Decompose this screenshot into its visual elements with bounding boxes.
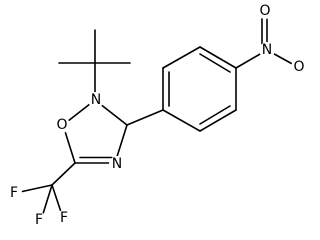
atom-n2-label: N [91, 92, 101, 108]
atom-mask-f-right [56, 210, 72, 226]
atom-o1-label: O [56, 117, 67, 133]
bond-cf3-f-bottom [41, 184, 53, 218]
bond-ar-inner-2 [199, 53, 231, 73]
bond-c3-phenyl [126, 109, 164, 126]
chemical-structure-diagram: N O N N O O F F F [6, 3, 307, 228]
bond-c5-cf3 [51, 162, 76, 186]
bond-cf3-f-right [51, 184, 63, 216]
bond-ar-2-3 [162, 46, 201, 69]
atom-mask-nitro-o-bottom [291, 59, 307, 75]
bond-ar-inner-3 [199, 105, 231, 125]
atom-f-right-label: F [60, 210, 68, 226]
atom-n4-label: N [112, 156, 122, 172]
atom-nitro-o-top-label: O [259, 3, 270, 19]
atom-f-bottom-label: F [35, 212, 43, 228]
bond-ar-6-1 [162, 109, 201, 132]
atom-mask-f-left [6, 185, 22, 201]
atom-mask-f-bottom [31, 212, 47, 228]
bond-layer [19, 14, 297, 218]
atom-label-layer: N O N N O O F F F [6, 3, 307, 228]
atom-mask-n2 [88, 92, 104, 108]
bond-cf3-f-left [19, 184, 53, 193]
bond-ar-5-6 [199, 109, 237, 132]
atom-f-left-label: F [10, 185, 18, 201]
atom-mask-n4 [109, 156, 125, 172]
atom-nitro-n-label: N [262, 42, 272, 58]
bond-ar-3-4 [199, 46, 237, 69]
atom-mask-nitro-o-top [257, 3, 273, 19]
atom-mask-o1 [54, 117, 70, 133]
atom-mask-nitro-n [259, 42, 275, 58]
atom-nitro-o-bottom-label: O [293, 59, 304, 75]
